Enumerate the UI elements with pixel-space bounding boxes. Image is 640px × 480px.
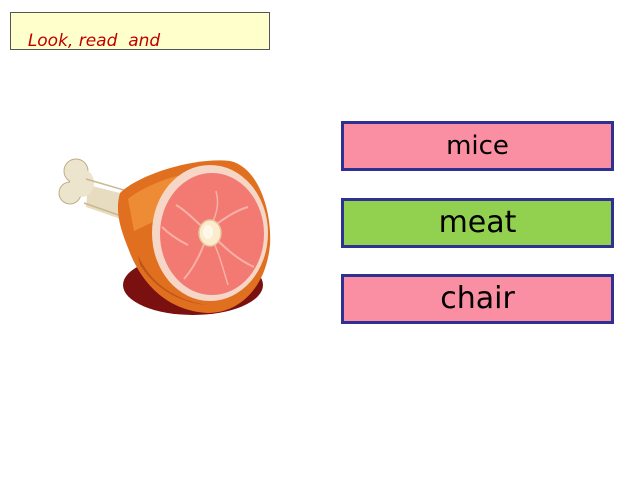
answer-button-2[interactable]: meat <box>341 198 614 248</box>
answer-button-1[interactable]: mice <box>341 121 614 171</box>
answer-button-3[interactable]: chair <box>341 274 614 324</box>
meat-cut-face <box>152 165 268 301</box>
ham-leg-icon <box>58 135 273 325</box>
answer-label: chair <box>440 281 515 316</box>
instruction-text: Look, read and choose: <box>27 31 161 50</box>
instruction-box: Look, read and choose: <box>10 12 270 50</box>
answer-label: mice <box>446 131 509 161</box>
answer-label: meat <box>438 205 517 240</box>
